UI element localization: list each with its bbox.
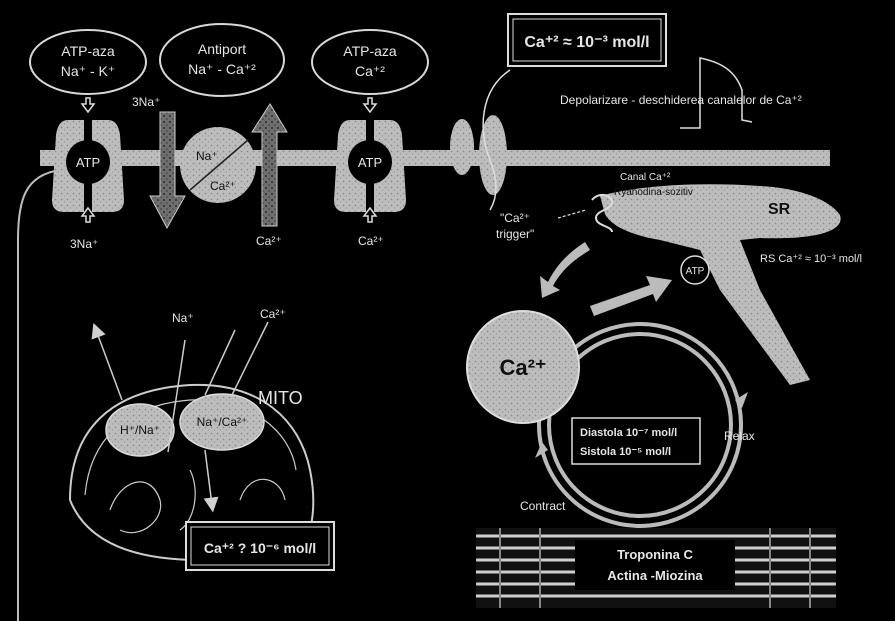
mito-na-label: Na⁺	[172, 311, 194, 325]
na-k-atpase-pump: ATP	[52, 120, 124, 212]
na-k-pump-line2: Na⁺ - K⁺	[61, 63, 115, 79]
action-potential-trace	[680, 57, 753, 129]
relax-label: Relax	[724, 429, 755, 443]
myofilaments: Troponina C Actina -Miozina	[476, 528, 836, 608]
atp-left-label: ATP	[76, 155, 100, 170]
antiport-ca: Ca²⁺	[210, 179, 236, 193]
ca-channel	[450, 69, 511, 211]
mito-arrow	[91, 322, 123, 401]
up-arrow-icon	[80, 97, 96, 114]
mito-arrow	[203, 449, 219, 513]
diastola-text: Diastola 10⁻⁷ mol/l	[580, 427, 677, 439]
sr-atp-pump	[680, 255, 710, 285]
up-arrow-icon	[362, 206, 378, 223]
ca-uptake-arrow	[590, 276, 672, 316]
actin-myosin-text: Actina -Miozina	[607, 568, 703, 583]
sr-atp-label: ATP	[686, 266, 705, 277]
mito-ca-label: Ca²⁺	[260, 307, 286, 321]
ryanodine-receptor-icon	[591, 194, 614, 233]
ca-pump-label: ATP-aza Ca⁺²	[311, 29, 429, 95]
atp-mid-label: ATP	[358, 155, 382, 170]
na-k-pump-line1: ATP-aza	[61, 43, 115, 59]
na-ca-exchanger: Na⁺/Ca²⁺	[197, 415, 248, 429]
mito-concentration-text: Ca⁺² ? 10⁻⁶ mol/l	[204, 540, 316, 556]
label-3na-top: 3Na⁺	[132, 95, 160, 109]
ca-out-left: Ca²⁺	[256, 234, 282, 248]
mito-arrow	[231, 321, 269, 396]
extracellular-ca-text: Ca⁺² ≈ 10⁻³ mol/l	[524, 34, 649, 51]
antiport-na: Na⁺	[196, 149, 218, 163]
cytosolic-ca-pool	[466, 310, 580, 424]
up-arrow-icon	[80, 206, 96, 223]
ca-release-arrow	[540, 242, 590, 298]
ca-channel-label: Canal Ca⁺²	[620, 172, 671, 183]
na-ca-antiport: Na⁺ Ca²⁺	[149, 103, 288, 230]
mito-arrow	[204, 329, 236, 396]
label-3na-bottom: 3Na⁺	[70, 237, 98, 251]
mito-title: MITO	[258, 388, 303, 408]
contraction-cycle	[535, 322, 748, 528]
contract-label: Contract	[520, 499, 566, 513]
sr-label: SR	[768, 201, 791, 218]
extracellular-ca-box: Ca⁺² ≈ 10⁻³ mol/l	[507, 13, 667, 67]
cell-membrane	[40, 150, 830, 166]
cycle-ca-label: Ca²⁺	[499, 355, 546, 380]
antiport-label: Antiport Na⁺ - Ca⁺²	[159, 23, 285, 97]
up-arrow-icon	[362, 97, 378, 114]
ca-out-mid: Ca²⁺	[358, 234, 384, 248]
membrane-left-line	[17, 169, 61, 621]
na-k-pump-label: ATP-aza Na⁺ - K⁺	[29, 29, 147, 95]
h-na-exchanger: H⁺/Na⁺	[120, 423, 160, 437]
trigger-arrow	[557, 209, 587, 219]
troponin-text: Troponina C	[617, 547, 693, 562]
mitochondrion: H⁺/Na⁺ Na⁺/Ca²⁺	[68, 383, 315, 562]
ryanodine-label: Ryanodina-sozitiv	[614, 187, 693, 198]
rs-concentration: RS Ca⁺² ≈ 10⁻³ mol/l	[760, 253, 862, 265]
mito-arrow	[167, 339, 186, 453]
sarcoplasmic-reticulum	[600, 184, 841, 385]
sistola-text: Sistola 10⁻⁵ mol/l	[580, 446, 671, 458]
depolarization-text: Depolarizare - deschiderea canalelor de …	[560, 93, 802, 107]
mito-concentration-box: Ca⁺² ? 10⁻⁶ mol/l	[185, 521, 335, 571]
diastole-systole-box: Diastola 10⁻⁷ mol/l Sistola 10⁻⁵ mol/l	[571, 417, 701, 465]
trigger-line1: "Ca²⁺	[500, 211, 530, 225]
ca-pump-line1: ATP-aza	[343, 43, 397, 59]
trigger-line2: trigger"	[496, 227, 534, 241]
ca-pump-line2: Ca⁺²	[355, 63, 385, 79]
antiport-line1: Antiport	[198, 41, 246, 57]
antiport-line2: Na⁺ - Ca⁺²	[188, 61, 256, 77]
ca-atpase-pump: ATP	[334, 120, 406, 212]
